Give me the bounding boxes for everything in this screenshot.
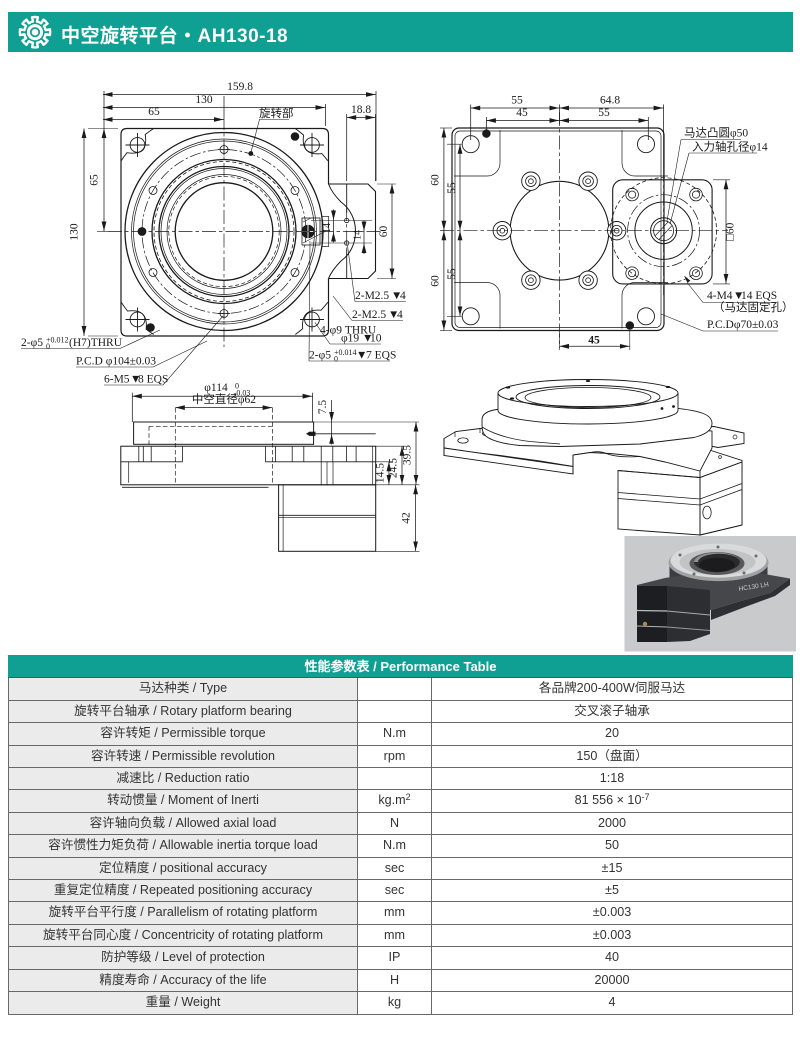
svg-text:▼: ▼ (391, 290, 402, 302)
svg-text:159.8: 159.8 (227, 81, 253, 93)
svg-text:HC130 LH: HC130 LH (738, 581, 769, 593)
svg-text:14: 14 (322, 223, 333, 233)
svg-text:6-M5: 6-M5 (104, 374, 130, 386)
svg-text:（马达固定孔）: （马达固定孔） (713, 300, 794, 314)
svg-text:55: 55 (446, 182, 458, 194)
svg-text:0: 0 (334, 355, 338, 364)
svg-text:14 EQS: 14 EQS (741, 290, 777, 302)
svg-text:130: 130 (195, 94, 213, 106)
svg-text:2-M2.5: 2-M2.5 (355, 290, 389, 302)
svg-text:65: 65 (89, 174, 101, 186)
svg-text:60: 60 (430, 275, 442, 287)
svg-text:55: 55 (446, 268, 458, 280)
svg-text:□60: □60 (725, 222, 737, 241)
svg-text:55: 55 (598, 107, 610, 119)
svg-text:-0.03: -0.03 (234, 389, 251, 398)
svg-text:0: 0 (46, 342, 50, 351)
svg-text:▼: ▼ (733, 290, 744, 302)
svg-text:旋转部: 旋转部 (259, 106, 294, 120)
svg-text:0: 0 (235, 382, 239, 391)
svg-text:P.C.D φ104±0.03: P.C.D φ104±0.03 (76, 356, 156, 368)
svg-text:+0.012: +0.012 (46, 336, 69, 345)
svg-text:10: 10 (370, 333, 382, 345)
svg-text:64.8: 64.8 (600, 95, 620, 107)
svg-text:▼: ▼ (388, 309, 399, 321)
svg-text:45: 45 (516, 107, 528, 119)
svg-text:45: 45 (588, 335, 600, 347)
svg-text:▼: ▼ (362, 333, 373, 345)
svg-text:+0.014: +0.014 (334, 348, 357, 357)
svg-text:60: 60 (378, 226, 390, 238)
svg-text:18.8: 18.8 (351, 104, 371, 116)
svg-text:4: 4 (397, 309, 403, 321)
svg-text:65: 65 (148, 106, 160, 118)
svg-text:4-φ9 THRU: 4-φ9 THRU (320, 325, 377, 337)
svg-text:4: 4 (400, 290, 406, 302)
svg-text:中空直径φ62: 中空直径φ62 (192, 392, 256, 406)
svg-text:24.5: 24.5 (387, 458, 399, 478)
svg-text:马达凸圆φ50: 马达凸圆φ50 (684, 126, 748, 140)
svg-text:入力轴孔径φ14: 入力轴孔径φ14 (692, 140, 768, 154)
svg-text:7.5: 7.5 (317, 400, 329, 415)
svg-text:▼: ▼ (130, 374, 141, 386)
svg-text:2-φ5: 2-φ5 (21, 337, 43, 349)
svg-text:42: 42 (401, 512, 413, 524)
svg-text:(H7)THRU: (H7)THRU (69, 337, 123, 349)
svg-text:φ19: φ19 (341, 333, 359, 345)
svg-text:14.5: 14.5 (374, 463, 386, 483)
svg-text:60: 60 (430, 174, 442, 186)
svg-text:8 EQS: 8 EQS (138, 374, 168, 386)
svg-text:39.5: 39.5 (401, 445, 413, 465)
svg-text:14: 14 (353, 230, 364, 240)
svg-text:φ114: φ114 (204, 382, 228, 394)
svg-text:55: 55 (511, 95, 523, 107)
svg-text:130: 130 (69, 223, 81, 241)
svg-text:7 EQS: 7 EQS (366, 350, 396, 362)
svg-text:2-φ5: 2-φ5 (309, 350, 331, 362)
svg-text:▼: ▼ (356, 350, 367, 362)
svg-text:2-M2.5: 2-M2.5 (352, 309, 386, 321)
svg-text:4-M4: 4-M4 (707, 290, 733, 302)
svg-text:P.C.Dφ70±0.03: P.C.Dφ70±0.03 (707, 319, 779, 331)
